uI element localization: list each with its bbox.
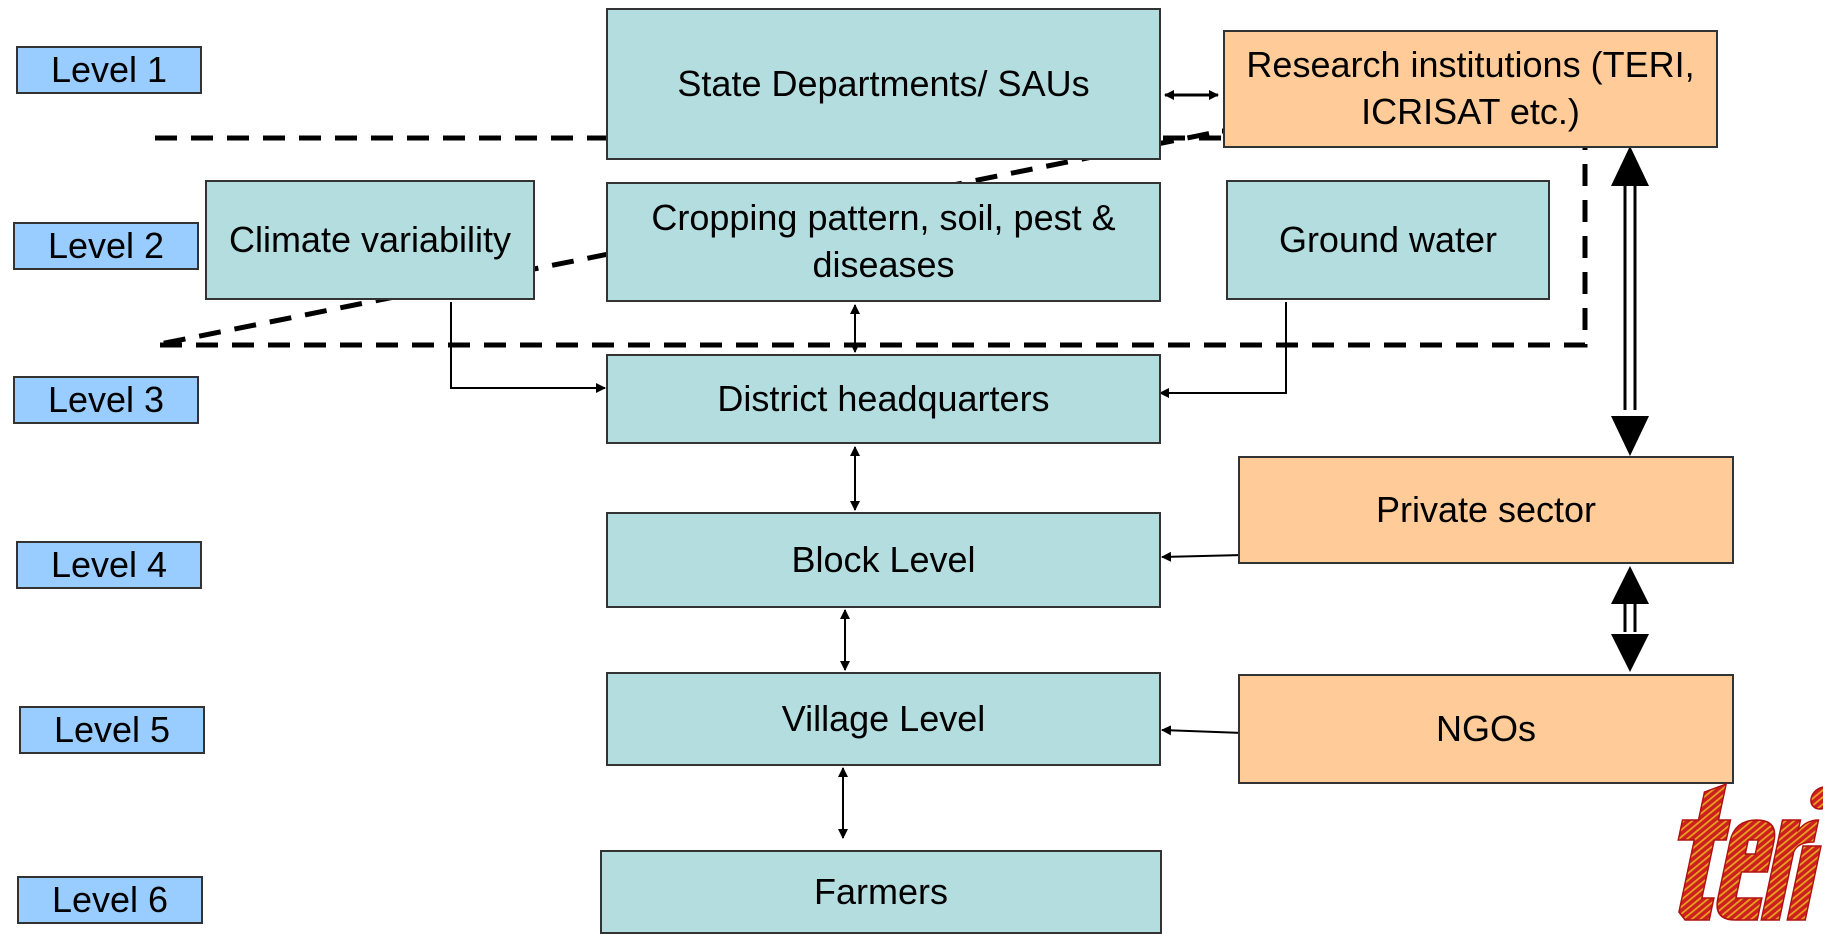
state-departments-label: State Departments/ SAUs <box>677 62 1090 104</box>
arrow-research-private-top-head <box>1611 146 1649 186</box>
arrow-climate-district <box>450 302 606 393</box>
village-level-label: Village Level <box>781 697 986 739</box>
level-label-6: Level 6 <box>17 876 203 924</box>
level-label-2: Level 2 <box>13 222 199 270</box>
research-institutions-box: Research institutions (TERI, ICRISAT etc… <box>1223 30 1718 148</box>
level-label-3: Level 3 <box>13 376 199 424</box>
arrow-ngo-village <box>1161 725 1244 736</box>
farmers-label: Farmers <box>814 870 948 912</box>
state-departments-box: State Departments/ SAUs <box>606 8 1161 160</box>
level-label-4: Level 4 <box>16 541 202 589</box>
arrow-private-ngo-top-head <box>1611 566 1649 604</box>
block-level-box: Block Level <box>606 512 1161 608</box>
district-headquarters-label: District headquarters <box>717 377 1050 419</box>
private-sector-label: Private sector <box>1375 488 1597 530</box>
teri-logo <box>1677 782 1823 921</box>
ground-water-box: Ground water <box>1226 180 1550 300</box>
arrow-private-ngo-bottom-head <box>1611 634 1649 672</box>
district-headquarters-box: District headquarters <box>606 354 1161 444</box>
ground-water-label: Ground water <box>1278 218 1498 260</box>
ngos-box: NGOs <box>1238 674 1734 784</box>
arrow-groundwater-district <box>1159 302 1287 398</box>
village-level-box: Village Level <box>606 672 1161 766</box>
arrow-private-block <box>1161 551 1244 562</box>
level2-dashed-boundary <box>154 128 1588 348</box>
cropping-pattern-label: Cropping pattern, soil, pest & diseases <box>651 197 1116 285</box>
arrow-research-private-bottom-head <box>1611 416 1649 456</box>
farmers-box: Farmers <box>600 850 1162 934</box>
climate-variability-box: Climate variability <box>205 180 535 300</box>
block-level-label: Block Level <box>791 538 976 580</box>
climate-variability-label: Climate variability <box>228 218 512 260</box>
research-institutions-label: Research institutions (TERI, ICRISAT etc… <box>1246 44 1695 132</box>
level-label-5: Level 5 <box>19 706 205 754</box>
level-label-1: Level 1 <box>16 46 202 94</box>
cropping-pattern-box: Cropping pattern, soil, pest & diseases <box>606 182 1161 302</box>
private-sector-box: Private sector <box>1238 456 1734 564</box>
ngos-label: NGOs <box>1435 707 1536 749</box>
